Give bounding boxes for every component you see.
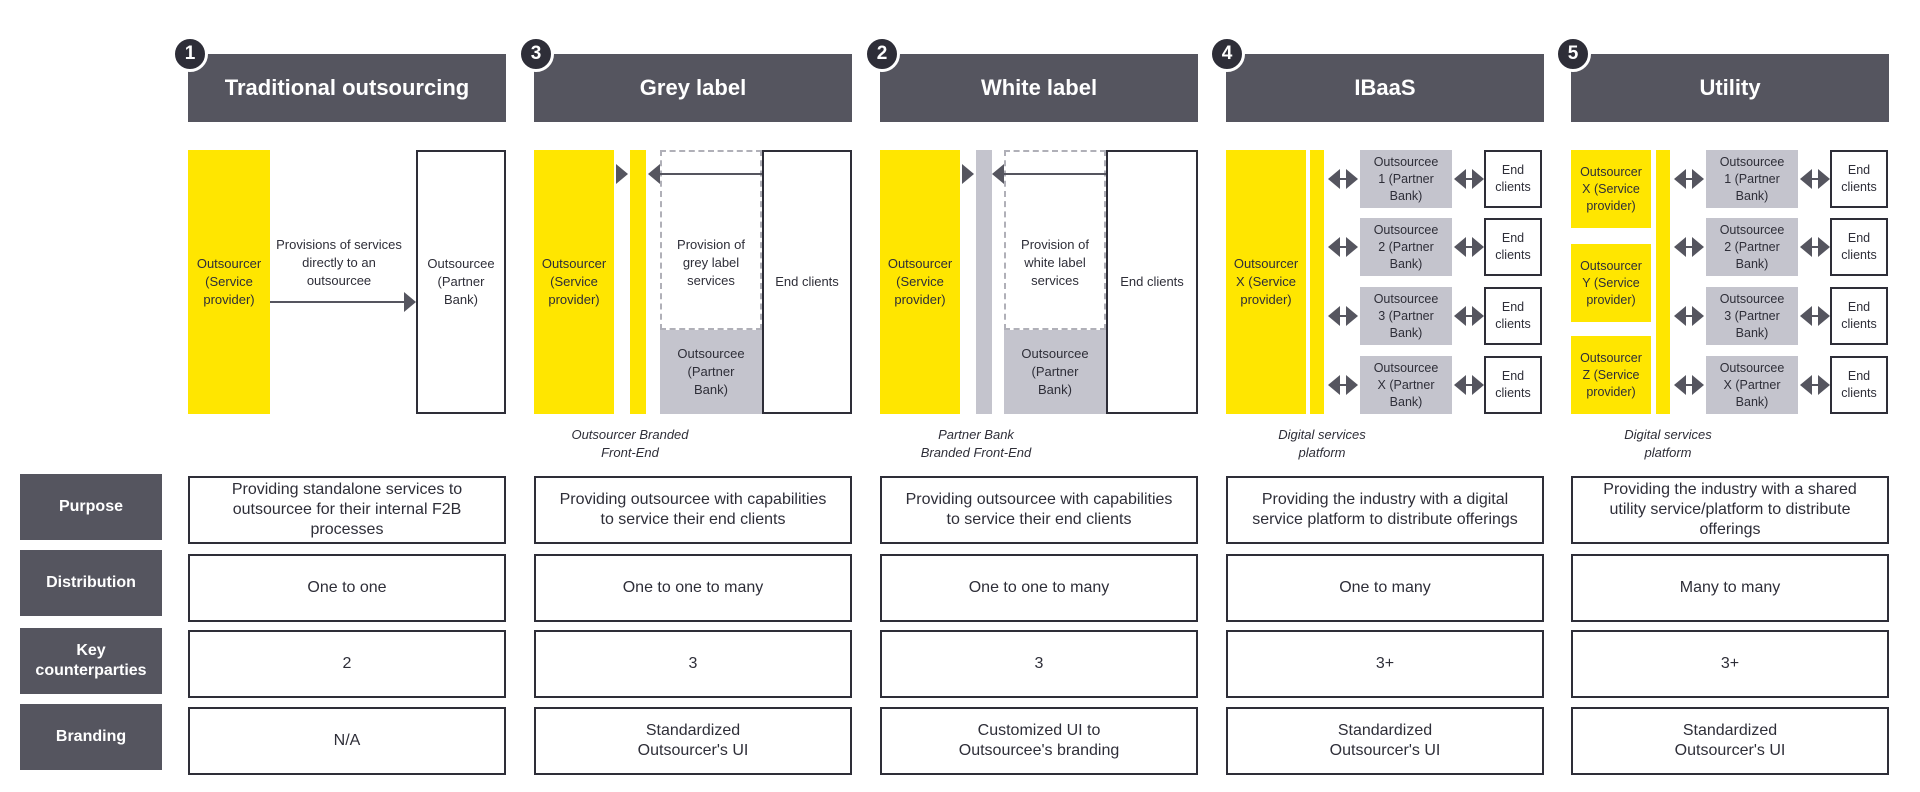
white-label-dashed-box bbox=[1004, 150, 1106, 330]
table-cell: One to one to many bbox=[534, 554, 852, 622]
model-number-badge: 5 bbox=[1555, 36, 1591, 72]
model-number-badge: 2 bbox=[864, 36, 900, 72]
table-cell: Providing outsourcee with capabilities t… bbox=[880, 476, 1198, 544]
caption: Partner Bank Branded Front-End bbox=[920, 427, 1032, 460]
model-header-utility: Utility bbox=[1571, 54, 1889, 122]
row-label-purpose: Purpose bbox=[20, 474, 162, 540]
model-number-badge: 3 bbox=[518, 36, 554, 72]
table-cell: One to one bbox=[188, 554, 506, 622]
model-header-white-label: White label bbox=[880, 54, 1198, 122]
arrowhead-left-icon bbox=[992, 164, 1004, 184]
table-cell: Standardized Outsourcer's UI bbox=[1226, 707, 1544, 775]
end-clients-block: End clients bbox=[1484, 287, 1542, 345]
outsourcee-block: Outsourcee X (Partner Bank) bbox=[1706, 356, 1798, 414]
outsourcer-block: Outsourcer Z (Service provider) bbox=[1571, 336, 1651, 414]
table-cell: 3 bbox=[880, 630, 1198, 698]
arrowhead-right-icon bbox=[404, 292, 416, 312]
outsourcer-block: Outsourcer (Service provider) bbox=[880, 150, 960, 414]
model-title: White label bbox=[980, 75, 1098, 100]
outsourcee-block: Outsourcee (Partner Bank) bbox=[660, 330, 762, 414]
outsourcer-block: Outsourcer X (Service provider) bbox=[1226, 150, 1306, 414]
caption: Digital services platform bbox=[1624, 427, 1712, 460]
table-cell: 3 bbox=[534, 630, 852, 698]
outsourcee-block: Outsourcee (Partner Bank) bbox=[416, 150, 506, 414]
row-label-key-counterparties: Key counterparties bbox=[20, 628, 162, 694]
outsourcer-block: Outsourcer X (Service provider) bbox=[1571, 150, 1651, 228]
end-clients-block: End clients bbox=[762, 150, 852, 414]
outsourcee-block: Outsourcee 1 (Partner Bank) bbox=[1360, 150, 1452, 208]
double-arrow-icons bbox=[1674, 169, 1830, 395]
table-cell: One to many bbox=[1226, 554, 1544, 622]
row-label-branding: Branding bbox=[20, 704, 162, 770]
end-clients-block: End clients bbox=[1484, 356, 1542, 414]
model-header-grey-label: Grey label bbox=[534, 54, 852, 122]
outsourcee-block: Outsourcee (Partner Bank) bbox=[1004, 330, 1106, 414]
end-clients-block: End clients bbox=[1106, 150, 1198, 414]
model-header-ibaas: IBaaS bbox=[1226, 54, 1544, 122]
model-title: Traditional outsourcing bbox=[224, 75, 470, 100]
model-number-badge: 1 bbox=[172, 36, 208, 72]
outsourcer-block: Outsourcer (Service provider) bbox=[534, 150, 614, 414]
arrowhead-right-icon bbox=[962, 164, 974, 184]
end-clients-block: End clients bbox=[1830, 218, 1888, 276]
table-cell: 3+ bbox=[1226, 630, 1544, 698]
grey-label-dashed-box bbox=[660, 150, 762, 330]
table-cell: Providing standalone services to outsour… bbox=[188, 476, 506, 544]
arrowhead-left-icon bbox=[648, 164, 660, 184]
table-cell: Many to many bbox=[1571, 554, 1889, 622]
caption: Digital services platform bbox=[1278, 427, 1366, 460]
arrowhead-right-icon bbox=[616, 164, 628, 184]
table-cell: Providing the industry with a digital se… bbox=[1226, 476, 1544, 544]
table-cell: Customized UI to Outsourcee's branding bbox=[880, 707, 1198, 775]
model-title: Utility bbox=[1699, 75, 1761, 100]
platform-bar bbox=[1310, 150, 1324, 414]
front-end-bar bbox=[976, 150, 992, 414]
outsourcer-block: Outsourcer Y (Service provider) bbox=[1571, 244, 1651, 322]
table-cell: N/A bbox=[188, 707, 506, 775]
table-cell: Providing outsourcee with capabilities t… bbox=[534, 476, 852, 544]
table-cell: Providing the industry with a shared uti… bbox=[1571, 476, 1889, 544]
row-label-distribution: Distribution bbox=[20, 550, 162, 616]
model-title: IBaaS bbox=[1354, 75, 1416, 100]
outsourcee-block: Outsourcee X (Partner Bank) bbox=[1360, 356, 1452, 414]
front-end-bar bbox=[630, 150, 646, 414]
provision-label: Provision of white label services bbox=[1021, 237, 1089, 288]
double-arrow-icons bbox=[1328, 169, 1484, 395]
platform-bar bbox=[1656, 150, 1670, 414]
table-cell: Standardized Outsourcer's UI bbox=[534, 707, 852, 775]
table-cell: 3+ bbox=[1571, 630, 1889, 698]
outsourcee-block: Outsourcee 2 (Partner Bank) bbox=[1360, 218, 1452, 276]
provisions-label: Provisions of services directly to an ou… bbox=[276, 237, 402, 288]
outsourcee-block: Outsourcee 1 (Partner Bank) bbox=[1706, 150, 1798, 208]
outsourcee-block: Outsourcee 2 (Partner Bank) bbox=[1706, 218, 1798, 276]
end-clients-block: End clients bbox=[1484, 218, 1542, 276]
outsourcer-block: Outsourcer (Service provider) bbox=[188, 150, 270, 414]
end-clients-block: End clients bbox=[1830, 287, 1888, 345]
provision-label: Provision of grey label services bbox=[677, 237, 745, 288]
outsourcee-block: Outsourcee 3 (Partner Bank) bbox=[1360, 287, 1452, 345]
model-title: Grey label bbox=[639, 75, 747, 100]
end-clients-block: End clients bbox=[1830, 150, 1888, 208]
table-cell: One to one to many bbox=[880, 554, 1198, 622]
model-header-traditional: Traditional outsourcing bbox=[188, 54, 506, 122]
table-cell: 2 bbox=[188, 630, 506, 698]
caption: Outsourcer Branded Front-End bbox=[571, 427, 689, 460]
end-clients-block: End clients bbox=[1484, 150, 1542, 208]
outsourcee-block: Outsourcee 3 (Partner Bank) bbox=[1706, 287, 1798, 345]
end-clients-block: End clients bbox=[1830, 356, 1888, 414]
model-number-badge: 4 bbox=[1209, 36, 1245, 72]
table-cell: Standardized Outsourcer's UI bbox=[1571, 707, 1889, 775]
